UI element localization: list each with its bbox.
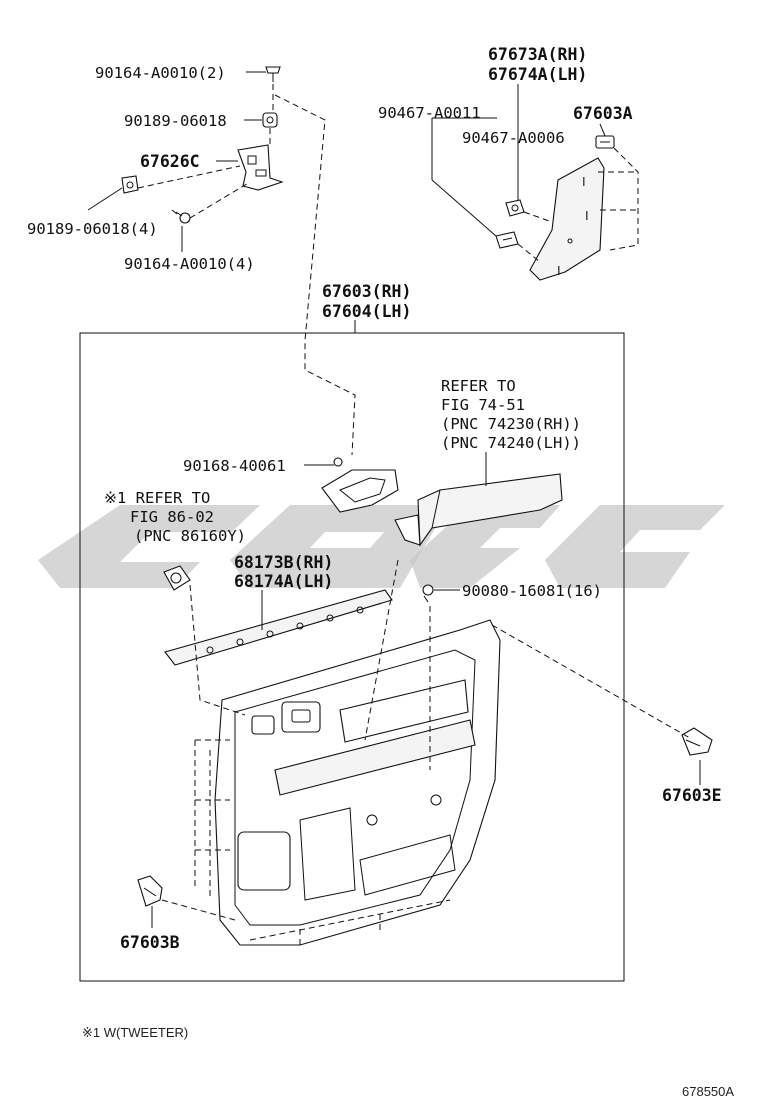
label-nut-top: 90189-06018 [124,112,227,130]
label-clip-a0006: 90467-A0006 [462,129,565,147]
label-screw-left: 90164-A0010(4) [124,255,255,273]
svg-text:I: I [582,174,586,189]
label-screw-16: 90080-16081(16) [462,582,602,600]
clip-67603e-icon [681,727,713,756]
label-board-rh: 67603(RH) [322,282,411,301]
label-clip-67603a: 67603A [573,104,633,123]
nut-left-icon [121,175,139,194]
label-weather-lh: 68174A(LH) [234,572,333,591]
screw-90080-icon [422,584,434,603]
label-nut-left: 90189-06018(4) [27,220,158,238]
svg-text:I: I [557,263,561,278]
label-bracket: 67626C [140,152,200,171]
screw-top-icon [265,66,281,82]
bracket-icon [237,144,284,191]
label-refer-armrest-2: FIG 74-51 [441,396,525,414]
label-clip-a0011: 90467-A0011 [378,104,481,122]
armrest-icon [394,473,563,547]
label-refer-armrest-4: (PNC 74240(LH)) [441,434,581,452]
pad-icon: I I I [529,157,605,281]
pad-group: I I I [431,84,639,281]
label-refer-armrest-3: (PNC 74230(RH)) [441,415,581,433]
label-refer-tweeter-3: (PNC 86160Y) [134,527,246,545]
clip-67603b-icon [137,875,163,907]
label-pad-lh: 67674A(LH) [488,65,587,84]
label-refer-tweeter-1: ※1 REFER TO [104,489,210,507]
label-board-lh: 67604(LH) [322,302,411,321]
door-trim-panel-icon [214,619,501,946]
label-screw-pull: 90168-40061 [183,457,286,475]
footnote: ※1 W(TWEETER) [82,1025,188,1040]
label-refer-tweeter-2: FIG 86-02 [130,508,214,526]
screw-left-icon [171,209,191,224]
clip-a0006-icon [505,199,525,217]
door-pull-icon [321,457,399,513]
label-clip-67603e: 67603E [662,786,722,805]
bracket-group [87,66,356,456]
label-refer-armrest-1: REFER TO [441,377,516,395]
weatherstrip-icon [164,589,393,666]
label-clip-67603b: 67603B [120,933,180,952]
label-weather-rh: 68173B(RH) [234,553,333,572]
label-pad-rh: 67673A(RH) [488,45,587,64]
tweeter-icon [163,565,191,591]
nut-top-icon [262,112,278,128]
clip-a0011-icon [495,231,519,249]
label-screw-top: 90164-A0010(2) [95,64,226,82]
figure-id: 678550A [682,1084,734,1099]
svg-text:I: I [585,208,589,223]
trim-board-frame [79,332,625,982]
clip-67603a-icon [595,135,615,149]
